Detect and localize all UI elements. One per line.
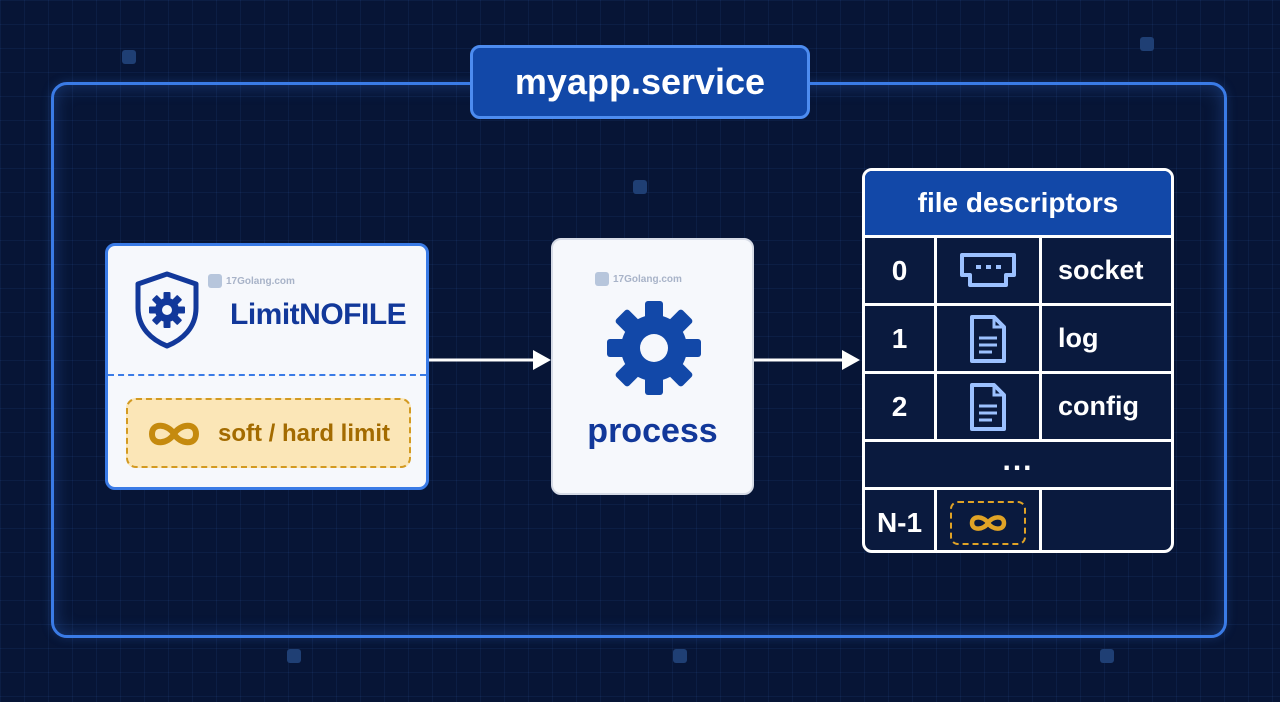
arrow-process-to-fd	[754, 350, 860, 370]
fd-index: 1	[865, 306, 937, 371]
service-title: myapp.service	[514, 61, 766, 102]
fd-index: N-1	[865, 490, 937, 550]
infinity-badge	[950, 500, 1026, 545]
limitnofile-divider	[108, 374, 426, 376]
watermark-logo	[673, 649, 687, 663]
watermark-logo	[1100, 649, 1114, 663]
fd-name: socket	[1058, 255, 1144, 285]
watermark: 17Golang.com	[208, 274, 295, 288]
fd-name: config	[1058, 391, 1139, 421]
fd-row-2: 2 config	[865, 371, 1171, 439]
arrow-limit-to-process	[429, 350, 551, 370]
limitnofile-card: 17Golang.com LimitNOFILE soft / hard lim…	[105, 243, 429, 490]
limitnofile-title: LimitNOFILE	[230, 298, 407, 331]
document-icon	[970, 314, 1006, 363]
fd-index: 2	[865, 374, 937, 439]
watermark-logo	[287, 649, 301, 663]
service-title-box: myapp.service	[470, 45, 810, 119]
infinity-icon	[149, 422, 199, 446]
watermark-logo	[633, 180, 647, 194]
fd-icon-cell	[937, 238, 1042, 303]
fd-ellipsis: ...	[1002, 444, 1034, 477]
gear-icon	[607, 301, 701, 395]
fd-name-empty	[1042, 490, 1171, 550]
soft-hard-limit-label: soft / hard limit	[218, 420, 391, 447]
file-descriptors-table: file descriptors 0 socket 1 log 2	[862, 168, 1174, 553]
fd-row-ellipsis: ...	[865, 439, 1171, 489]
watermark-logo	[122, 50, 136, 64]
limitnofile-header: 17Golang.com LimitNOFILE	[108, 246, 426, 374]
watermark: 17Golang.com	[595, 272, 682, 286]
fd-icon-cell	[937, 374, 1042, 439]
watermark-logo	[1140, 37, 1154, 51]
shield-gear-icon	[135, 271, 199, 349]
process-card: 17Golang.com process	[551, 238, 754, 495]
fd-table-header: file descriptors	[865, 171, 1171, 235]
fd-index: 0	[865, 238, 937, 303]
fd-row-1: 1 log	[865, 303, 1171, 371]
infinity-icon	[969, 514, 1007, 531]
fd-icon-cell	[937, 490, 1042, 550]
fd-row-0: 0 socket	[865, 235, 1171, 303]
fd-icon-cell	[937, 306, 1042, 371]
document-icon	[970, 382, 1006, 431]
fd-name: log	[1058, 323, 1099, 353]
fd-row-last: N-1	[865, 487, 1171, 550]
socket-icon	[960, 252, 1016, 287]
process-label: process	[587, 412, 718, 450]
soft-hard-limit-box: soft / hard limit	[126, 398, 411, 468]
